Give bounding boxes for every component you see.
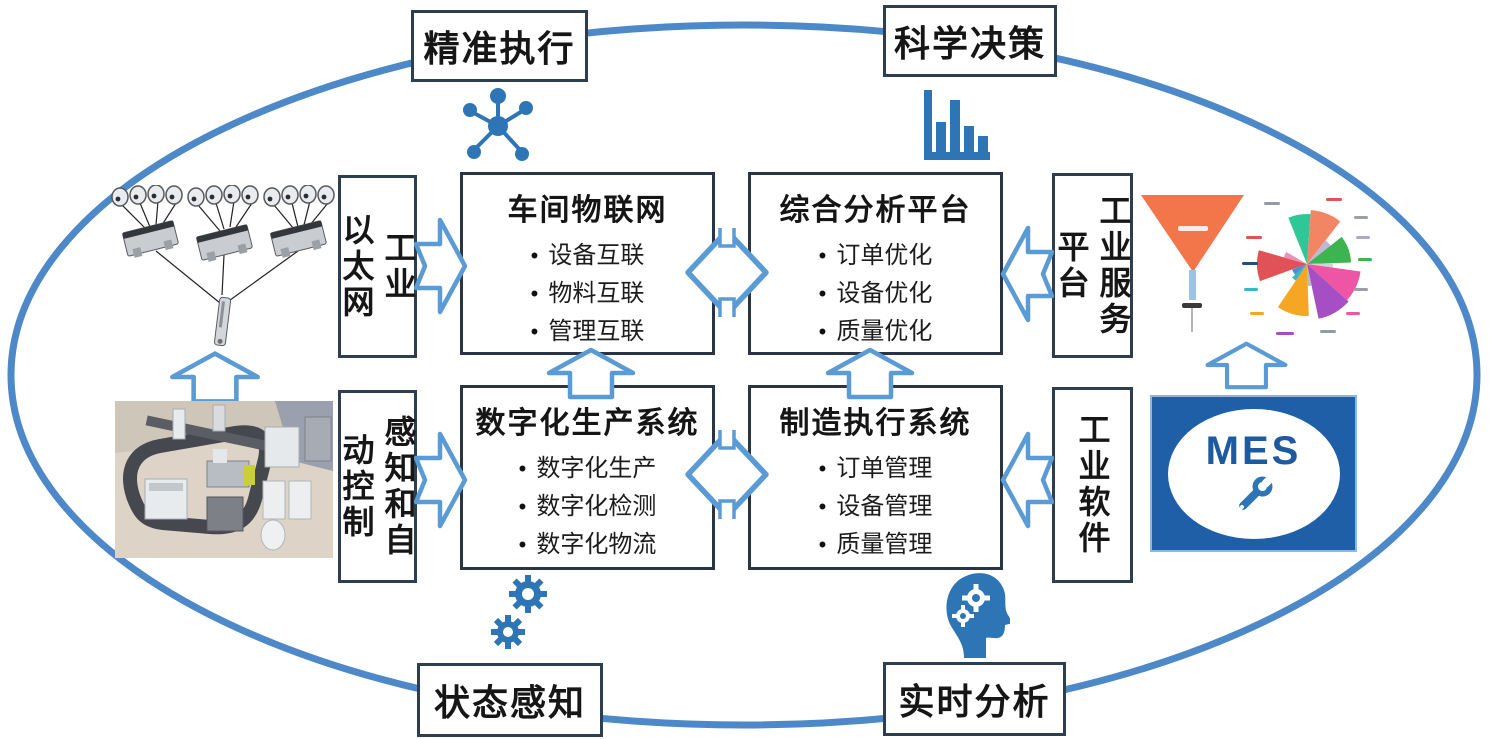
label-industrial-software: 工业软件 [1052,387,1133,583]
double-arrow-icon [685,228,769,317]
vertical-text-col: 工业服务 [1095,193,1132,338]
right-arrow-icon [414,217,468,315]
double-arrow-icon [685,430,769,519]
up-arrow-icon [546,347,636,400]
bullet-list: 订单优化 设备优化 质量优化 [819,237,932,351]
label-scientific-decision: 科学决策 [883,5,1057,77]
vertical-text-col: 平台 [1053,229,1090,302]
label-text: 状态感知 [433,682,586,723]
funnel-chart-image [1141,195,1244,332]
label-precise-execution: 精准执行 [411,10,588,82]
bullet-item: 数字化检测 [519,488,656,526]
box-title: 综合分析平台 [779,194,972,227]
box-analysis-platform: 综合分析平台 订单优化 设备优化 质量优化 [748,172,1003,355]
bullet-list: 订单管理 设备管理 质量管理 [819,450,932,564]
chart-label-marks [1242,198,1372,335]
bullet-item: 设备优化 [819,275,932,313]
up-arrow-icon [1205,341,1288,390]
bullet-list: 设备互联 物料互联 管理互联 [531,237,644,351]
bar-chart-icon [924,90,990,160]
network-molecule-icon [463,88,533,161]
box-title: 数字化生产系统 [475,407,700,440]
label-state-perception: 状态感知 [417,663,603,737]
bullet-item: 订单管理 [819,450,932,488]
bullet-item: 物料互联 [531,275,644,313]
head-gears-icon [946,573,1010,658]
label-realtime-analysis: 实时分析 [883,662,1066,736]
bullet-item: 质量管理 [819,526,932,564]
vertical-text-col: 以太网 [338,212,375,321]
rose-pie-chart-image [1242,198,1372,335]
bullet-item: 订单优化 [819,237,932,275]
label-industrial-ethernet: 工业 以太网 [338,175,417,358]
mes-logo-ellipse: MES [1167,408,1340,539]
bullet-item: 质量优化 [819,313,932,351]
gears-icon [491,575,547,649]
label-text: 科学决策 [893,23,1046,64]
bullet-item: 管理互联 [531,313,644,351]
box-title: 制造执行系统 [779,407,972,440]
left-arrow-icon [1000,225,1054,323]
label-text: 实时分析 [898,681,1051,722]
vertical-text-col: 感知和自 [380,414,417,559]
left-arrow-icon [1000,431,1054,529]
label-text: 精准执行 [423,28,576,69]
box-manufacturing-execution: 制造执行系统 订单管理 设备管理 质量管理 [748,385,1003,570]
mes-logo: MES [1150,395,1357,552]
bullet-item: 设备管理 [819,488,932,526]
box-workshop-iot: 车间物联网 设备互联 物料互联 管理互联 [460,172,715,355]
bullet-item: 设备互联 [531,237,644,275]
up-arrow-icon [825,347,915,400]
vertical-text-col: 工业 [380,230,417,303]
box-title: 车间物联网 [507,194,668,227]
wrench-icon [1238,473,1275,510]
factory-floor-image [115,401,333,558]
label-industrial-service-platform: 工业服务 平台 [1052,173,1133,358]
vertical-text-col: 工业软件 [1074,413,1111,557]
box-digital-production: 数字化生产系统 数字化生产 数字化检测 数字化物流 [460,385,715,570]
up-arrow-icon [170,351,260,404]
bullet-list: 数字化生产 数字化检测 数字化物流 [519,450,656,564]
vertical-text-col: 动控制 [338,432,375,541]
mes-logo-text: MES [1205,428,1302,473]
right-arrow-icon [414,431,468,529]
sensor-network-image [111,185,335,347]
label-perception-auto-control: 感知和自 动控制 [338,390,417,583]
bullet-item: 数字化生产 [519,450,656,488]
bullet-item: 数字化物流 [519,526,656,564]
